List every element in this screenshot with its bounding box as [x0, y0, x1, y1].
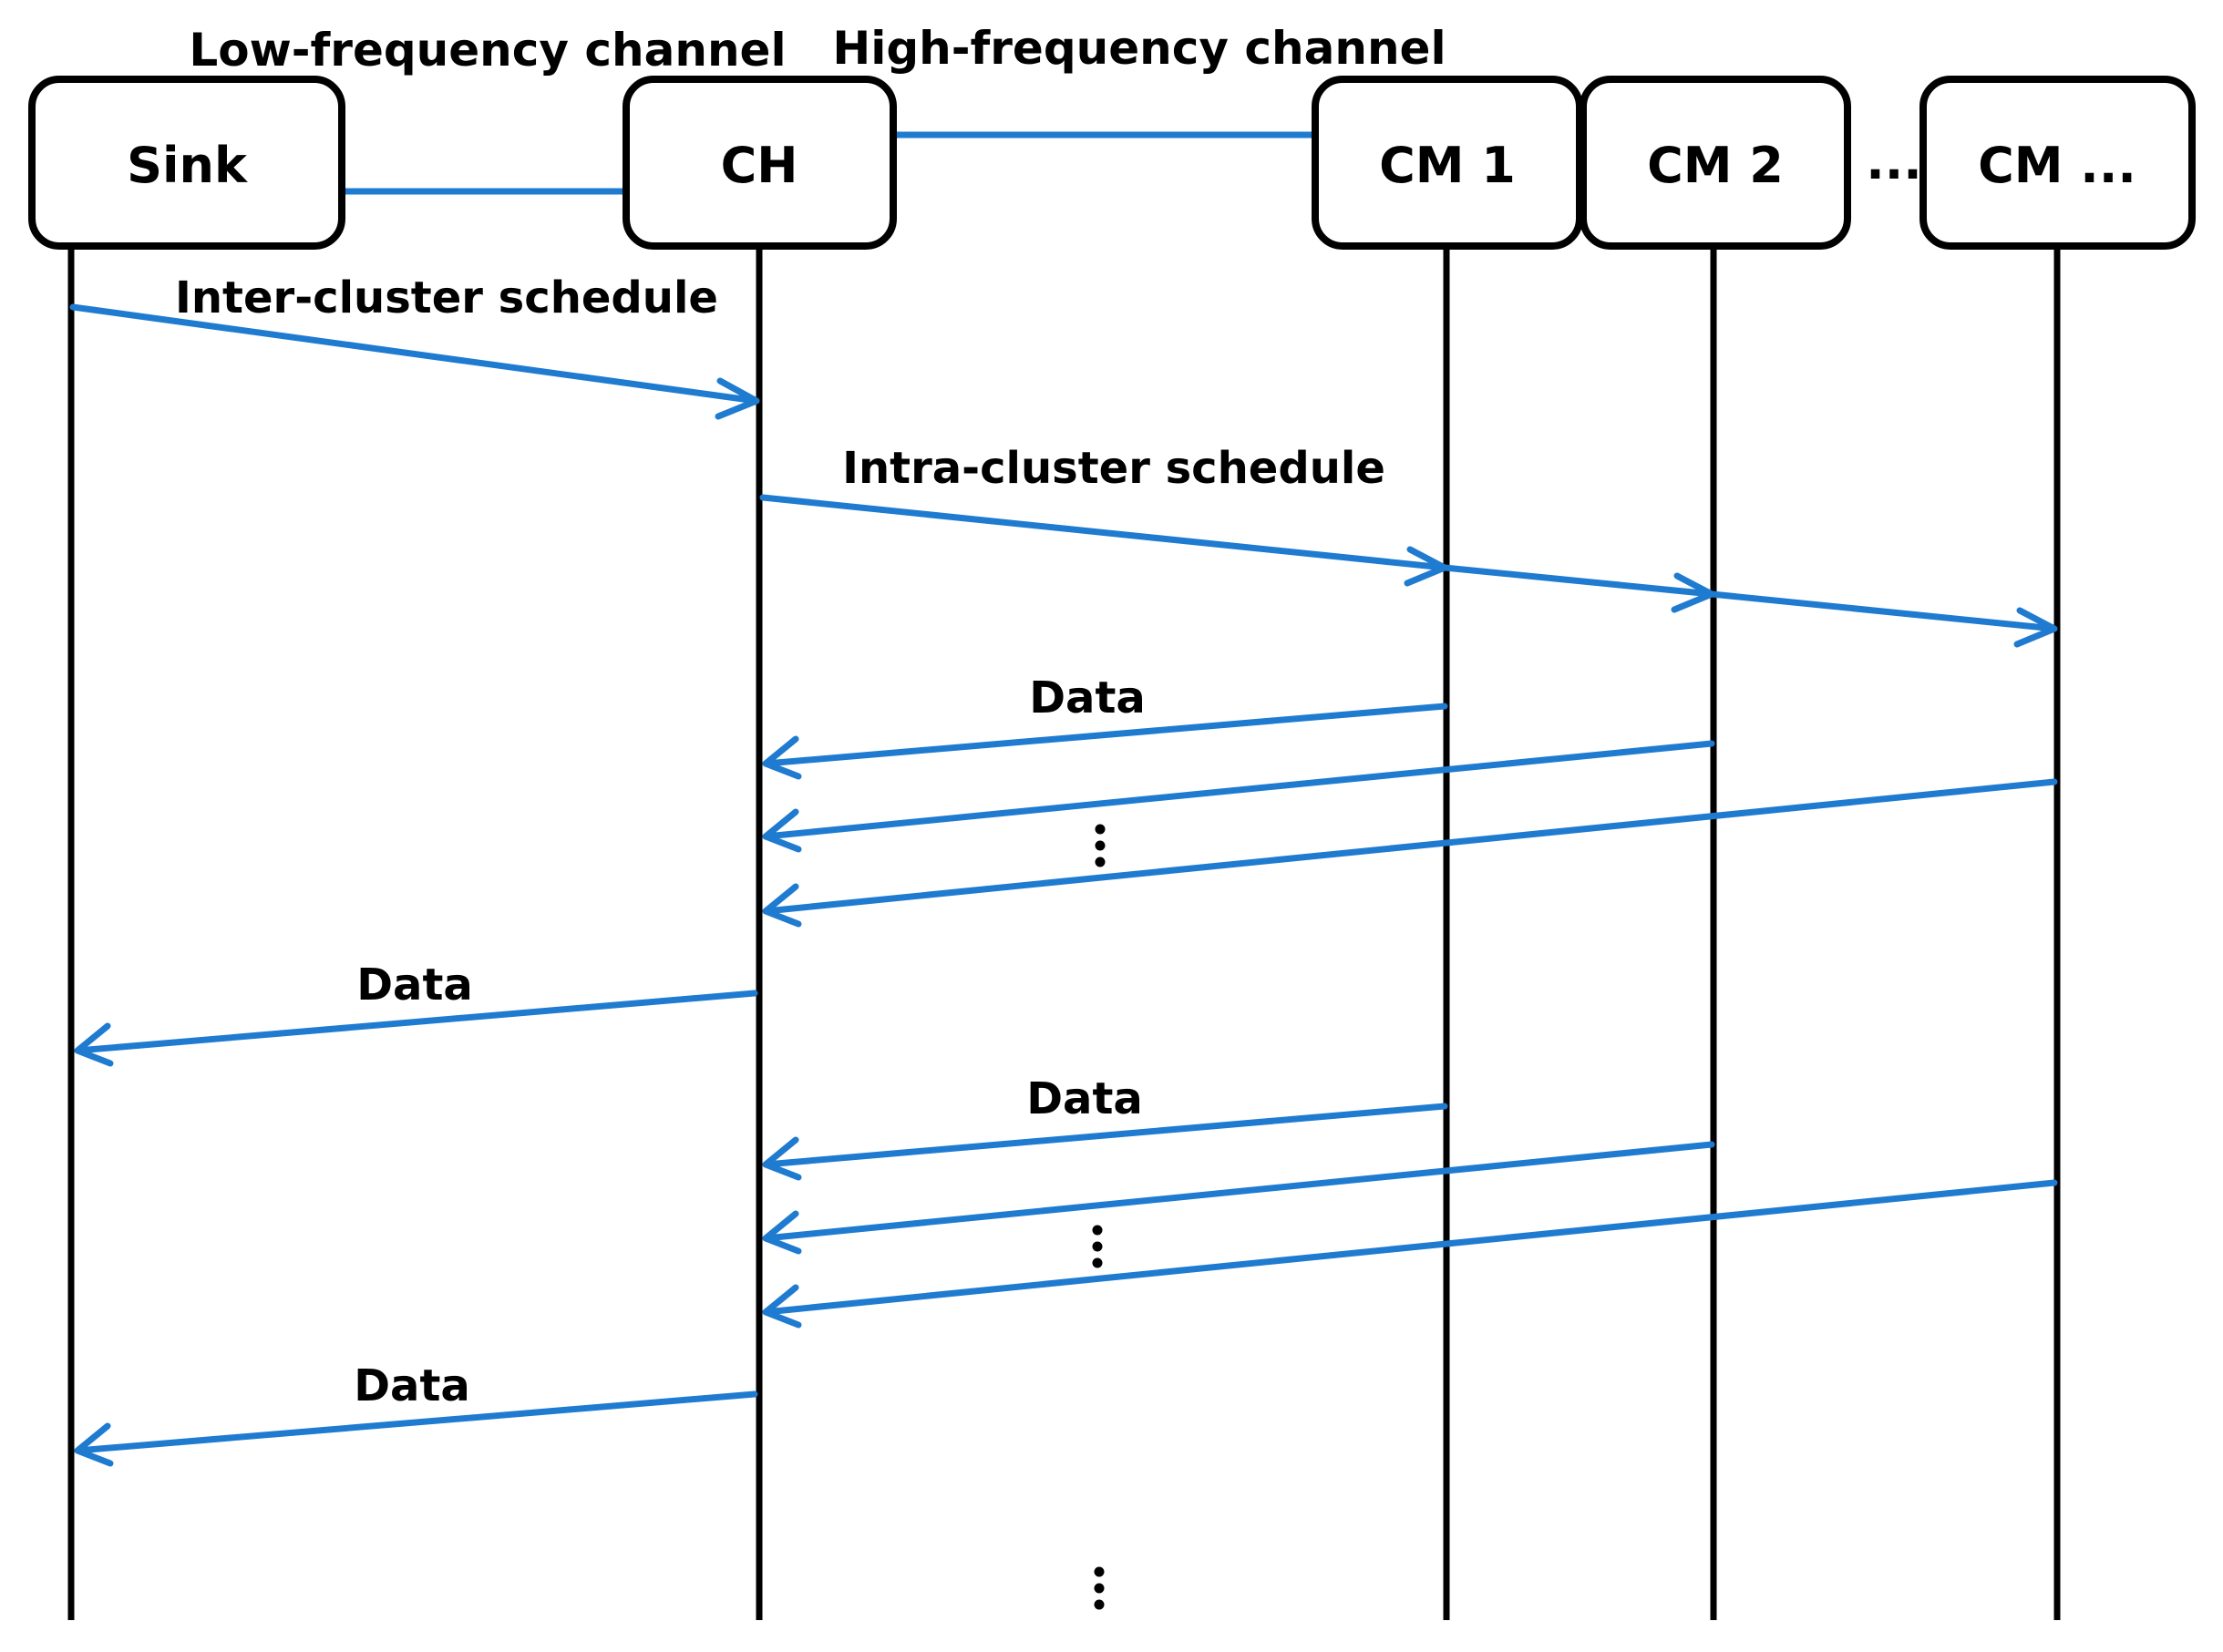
- cm-more-node: CM ...: [1919, 76, 2196, 250]
- data-label-2: Data: [356, 959, 473, 1011]
- arrow-intra-cluster-ch-to-cm1: [759, 494, 1448, 587]
- vertical-ellipsis-2: [1092, 1225, 1103, 1268]
- data-label-3: Data: [1026, 1073, 1143, 1124]
- low-frequency-channel-label: Low-frequency channel: [189, 24, 786, 77]
- arrow-data-cm-more-to-ch-1: [762, 778, 2058, 928]
- cm1-label: CM 1: [1379, 137, 1516, 194]
- cm-more-label: CM ...: [1978, 137, 2136, 194]
- arrow-data-cm2-to-ch-1: [762, 740, 1715, 853]
- arrow-data-cm2-to-ch-2: [762, 1141, 1715, 1255]
- vertical-ellipsis-3: [1094, 1566, 1105, 1610]
- cm2-label: CM 2: [1647, 137, 1784, 194]
- arrow-data-cm1-to-ch-1: [762, 703, 1448, 780]
- nodes-ellipsis: ...: [1866, 133, 1922, 190]
- ch-node: CH: [623, 76, 897, 250]
- data-label-4: Data: [354, 1360, 470, 1411]
- sink-node: Sink: [28, 76, 345, 250]
- high-frequency-channel-label: High-frequency channel: [832, 22, 1446, 75]
- ch-label: CH: [721, 137, 798, 194]
- vertical-ellipsis-1: [1095, 824, 1106, 867]
- sink-label: Sink: [127, 137, 248, 194]
- cm1-node: CM 1: [1312, 76, 1583, 250]
- arrow-inter-cluster-schedule: [69, 303, 760, 420]
- arrow-intra-cluster-cm1-to-cm2: [1441, 564, 1715, 613]
- arrow-data-ch-to-sink-1: [74, 990, 758, 1067]
- intra-cluster-schedule-label: Intra-cluster schedule: [842, 443, 1385, 494]
- arrow-data-cm-more-to-ch-2: [762, 1179, 2058, 1329]
- arrow-data-ch-to-sink-2: [74, 1390, 758, 1467]
- inter-cluster-schedule-label: Inter-cluster schedule: [175, 272, 718, 323]
- cm2-node: CM 2: [1580, 76, 1851, 250]
- arrow-data-cm1-to-ch-2: [762, 1103, 1448, 1181]
- data-label-1: Data: [1029, 672, 1146, 723]
- arrow-intra-cluster-cm2-to-cm-more: [1708, 590, 2058, 648]
- message-arrows: [69, 303, 2058, 1467]
